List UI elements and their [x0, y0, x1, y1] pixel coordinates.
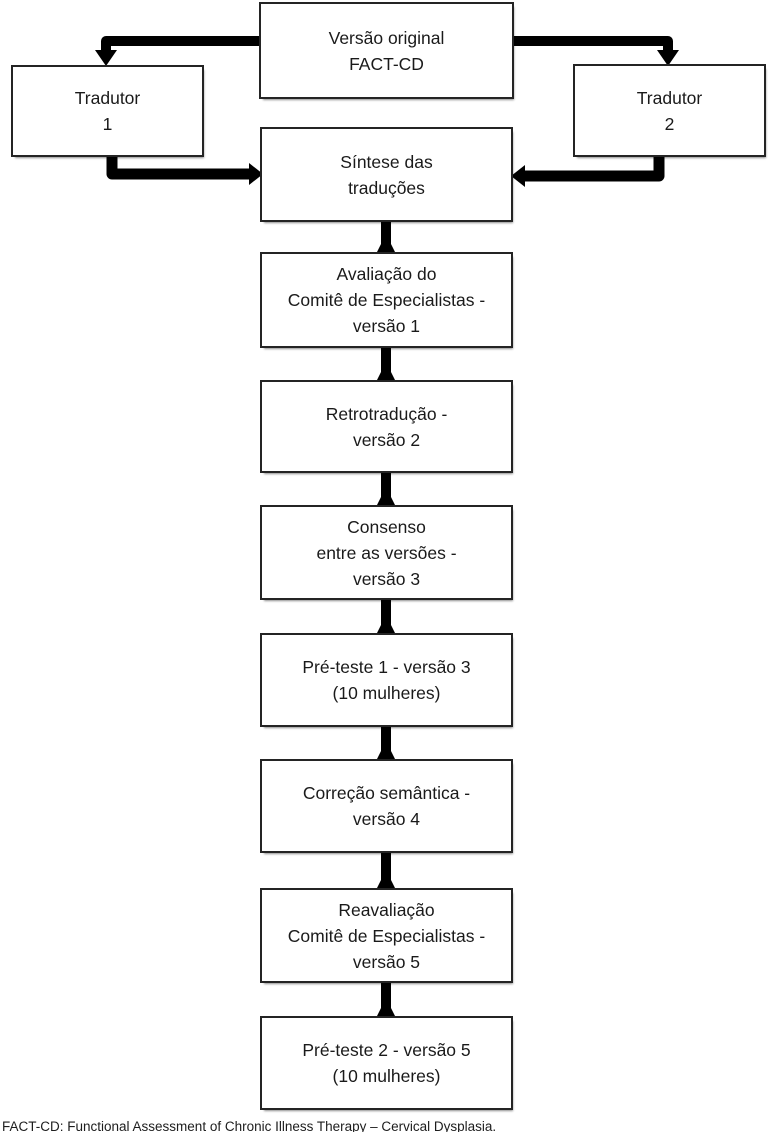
arrowhead-left-sintese — [511, 165, 525, 187]
flow-step-tradutor-1: Tradutor 1 — [11, 65, 204, 157]
arrow-avaliacao-to-retrotraducao — [377, 346, 395, 380]
arrowhead-down-tradutor2 — [657, 50, 679, 66]
arrow-consenso-to-preteste1 — [377, 598, 395, 633]
figure-caption: FACT-CD: Functional Assessment of Chroni… — [2, 1119, 497, 1132]
arrow-tradutor2-to-sintese — [524, 156, 665, 182]
flow-step-pre-teste-1: Pré-teste 1 - versão 3 (10 mulheres) — [260, 633, 513, 727]
arrow-sintese-to-avaliacao — [377, 219, 395, 252]
arrow-preteste1-to-correcao — [377, 724, 395, 759]
flow-step-consenso: Consenso entre as versões - versão 3 — [260, 505, 513, 600]
arrow-tradutor1-to-sintese — [106, 155, 250, 180]
arrowhead-down-tradutor1 — [95, 50, 117, 66]
arrow-retrotraducao-to-consenso — [377, 471, 395, 505]
flow-step-pre-teste-2: Pré-teste 2 - versão 5 (10 mulheres) — [260, 1016, 513, 1110]
arrow-reavaliacao-to-preteste2 — [377, 981, 395, 1016]
flow-step-retrotraducao: Retrotradução - versão 2 — [260, 380, 513, 473]
arrow-original-to-tradutor2 — [513, 36, 673, 52]
arrow-correcao-to-reavaliacao — [377, 851, 395, 888]
flow-step-reavaliacao-comite: Reavaliação Comitê de Especialistas - ve… — [260, 888, 513, 983]
flow-step-versao-original: Versão original FACT-CD — [259, 2, 514, 99]
arrowhead-right-sintese — [249, 163, 263, 185]
flow-step-sintese-traducoes: Síntese das traduções — [260, 127, 513, 222]
flow-step-avaliacao-comite: Avaliação do Comitê de Especialistas - v… — [260, 252, 513, 348]
arrow-original-to-tradutor1 — [101, 36, 260, 52]
flow-step-correcao-semantica: Correção semântica - versão 4 — [260, 759, 513, 853]
flow-step-tradutor-2: Tradutor 2 — [573, 64, 766, 157]
